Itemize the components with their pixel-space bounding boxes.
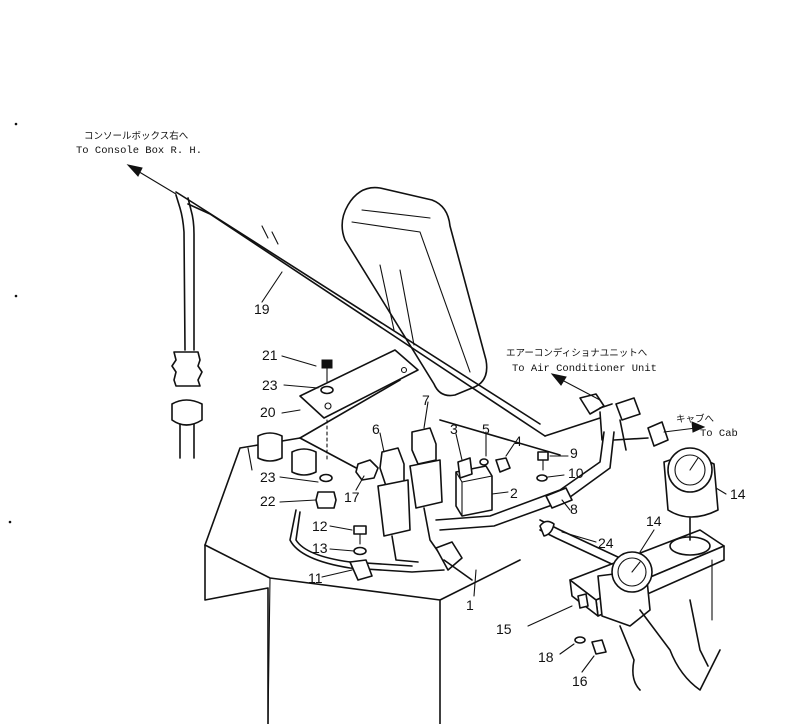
part-label-1: 1 (466, 597, 474, 613)
part-label-9: 9 (570, 445, 578, 461)
part-label-18: 18 (538, 649, 554, 665)
meter-panel-15 (569, 447, 725, 691)
part-label-10: 10 (568, 465, 584, 481)
part-label-17: 17 (344, 489, 360, 505)
console-callout-en: To Console Box R. H. (76, 145, 202, 157)
part-label-14a: 14 (730, 486, 746, 502)
part-label-23a: 23 (262, 377, 278, 393)
part-label-24: 24 (598, 535, 614, 551)
console-callout-jp: コンソールボックス右へ (84, 130, 189, 142)
harness-lower (289, 509, 473, 581)
part-label-23b: 23 (260, 469, 276, 485)
clip-17 (355, 459, 379, 481)
relay-2 (455, 457, 511, 517)
aircon-callout-en: To Air Conditioner Unit (512, 363, 657, 375)
part-number-labels: 1 2 3 4 5 6 7 8 9 10 11 12 13 14 14 15 1… (254, 301, 746, 689)
part-label-3: 3 (450, 421, 458, 437)
harness-24 (539, 519, 621, 567)
part-label-8: 8 (570, 501, 578, 517)
part-label-21: 21 (262, 347, 278, 363)
part-label-14b: 14 (646, 513, 662, 529)
part-label-19: 19 (254, 301, 270, 317)
part-label-16: 16 (572, 673, 588, 689)
cab-callout-jp: キャブへ (676, 413, 715, 425)
console-blocks (257, 432, 317, 476)
connector-7 (409, 427, 445, 561)
part-label-2: 2 (510, 485, 518, 501)
harness-19 (171, 194, 203, 459)
part-label-12: 12 (312, 518, 328, 534)
part-label-15: 15 (496, 621, 512, 637)
part-label-13: 13 (312, 540, 328, 556)
frame-rails (175, 191, 601, 471)
part-label-7: 7 (422, 392, 430, 408)
bolt-12 (353, 525, 367, 556)
bolt-16 (574, 636, 607, 655)
cab-callout-en: To Cab (700, 428, 738, 440)
part-label-11: 11 (308, 570, 323, 586)
bolt-9 (536, 451, 549, 482)
seat-backrest (341, 186, 488, 397)
connector-6 (377, 447, 419, 563)
part-label-22: 22 (260, 493, 276, 509)
bracket-20 (299, 349, 419, 509)
part-label-4: 4 (514, 433, 522, 449)
cab-connector (613, 421, 669, 447)
part-label-5: 5 (482, 421, 490, 437)
aircon-callout-jp: エアーコンディショナユニットへ (506, 347, 648, 359)
part-label-6: 6 (372, 421, 380, 437)
part-label-20: 20 (260, 404, 276, 420)
harness-8 (435, 431, 615, 531)
leader-lines (126, 164, 727, 673)
